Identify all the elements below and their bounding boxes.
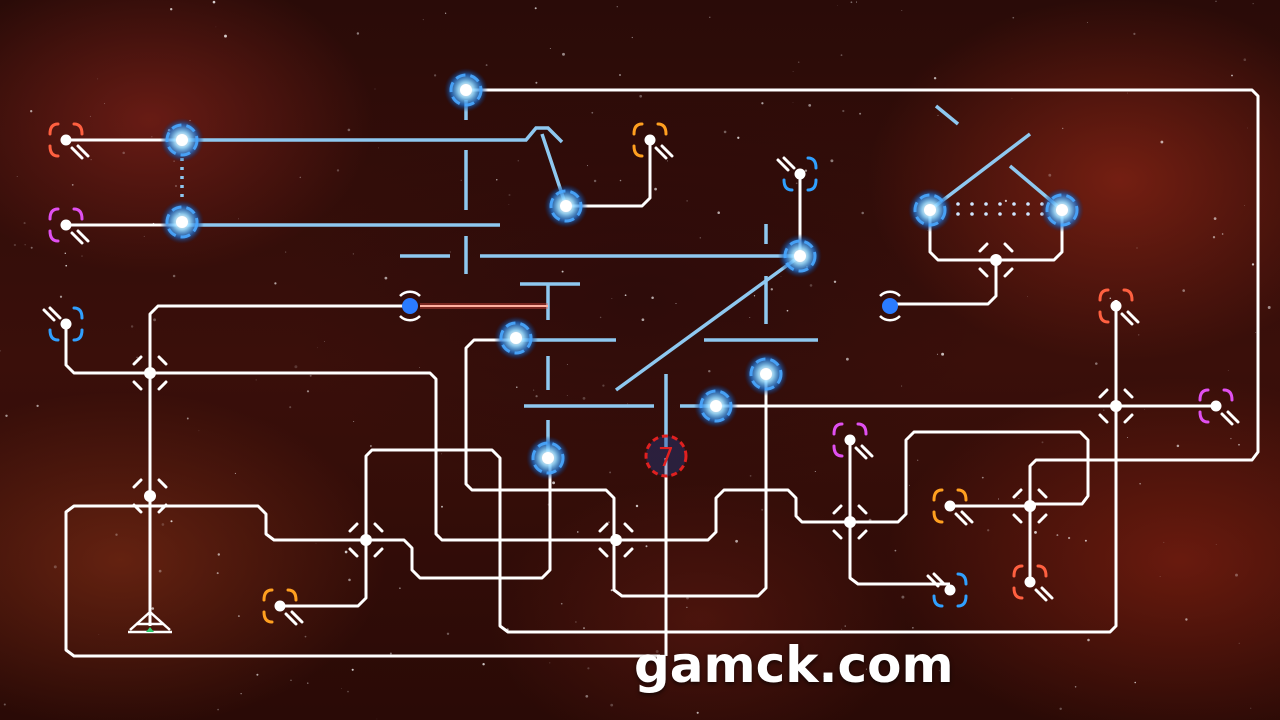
color-bracket-icon[interactable] (776, 156, 818, 192)
junction-node-icon[interactable] (1098, 388, 1134, 424)
relay-orb-icon[interactable] (160, 200, 204, 244)
junction-node-icon[interactable] (132, 478, 168, 514)
white-wires (64, 88, 1260, 658)
junction-node-icon[interactable] (832, 504, 868, 540)
junction-node-icon[interactable] (132, 355, 168, 391)
relay-orb-icon[interactable] (544, 184, 588, 228)
relay-orb-icon[interactable] (694, 384, 738, 428)
color-bracket-icon[interactable] (48, 207, 90, 245)
relay-orb-icon[interactable] (908, 188, 952, 232)
color-bracket-icon[interactable] (632, 122, 674, 160)
relay-orb-icon[interactable] (744, 352, 788, 396)
junction-node-icon[interactable] (1012, 488, 1048, 524)
relay-orb-icon[interactable] (160, 118, 204, 162)
dotted-bridge (956, 202, 1044, 216)
terminals (42, 122, 1240, 626)
color-bracket-icon[interactable] (926, 572, 968, 608)
relay-orb-icon[interactable] (526, 436, 570, 480)
color-bracket-icon[interactable] (1098, 288, 1140, 326)
junction-node-icon[interactable] (348, 522, 384, 558)
junction-node-icon[interactable] (598, 522, 634, 558)
relay-orb-icon[interactable] (778, 234, 822, 278)
move-counter-value: 7 (658, 443, 675, 473)
blue-wires (180, 100, 1064, 458)
color-bracket-icon[interactable] (42, 306, 84, 342)
move-counter: 7 (644, 434, 688, 478)
color-bracket-icon[interactable] (832, 422, 874, 460)
color-bracket-icon[interactable] (1198, 388, 1240, 426)
color-bracket-icon[interactable] (932, 488, 974, 526)
emitter-icon[interactable] (399, 290, 421, 322)
junctions (132, 242, 1134, 558)
junction-node-icon[interactable] (978, 242, 1014, 278)
color-bracket-icon[interactable] (1012, 564, 1054, 602)
color-bracket-icon[interactable] (262, 588, 304, 626)
color-bracket-icon[interactable] (48, 122, 90, 160)
relay-orb-icon[interactable] (494, 316, 538, 360)
emitter-icon[interactable] (879, 290, 901, 322)
relay-orb-icon[interactable] (1040, 188, 1084, 232)
start-marker (146, 627, 154, 632)
relay-orb-icon[interactable] (444, 68, 488, 112)
relay-orbs (160, 68, 1084, 480)
watermark: gamck.com (634, 636, 954, 694)
